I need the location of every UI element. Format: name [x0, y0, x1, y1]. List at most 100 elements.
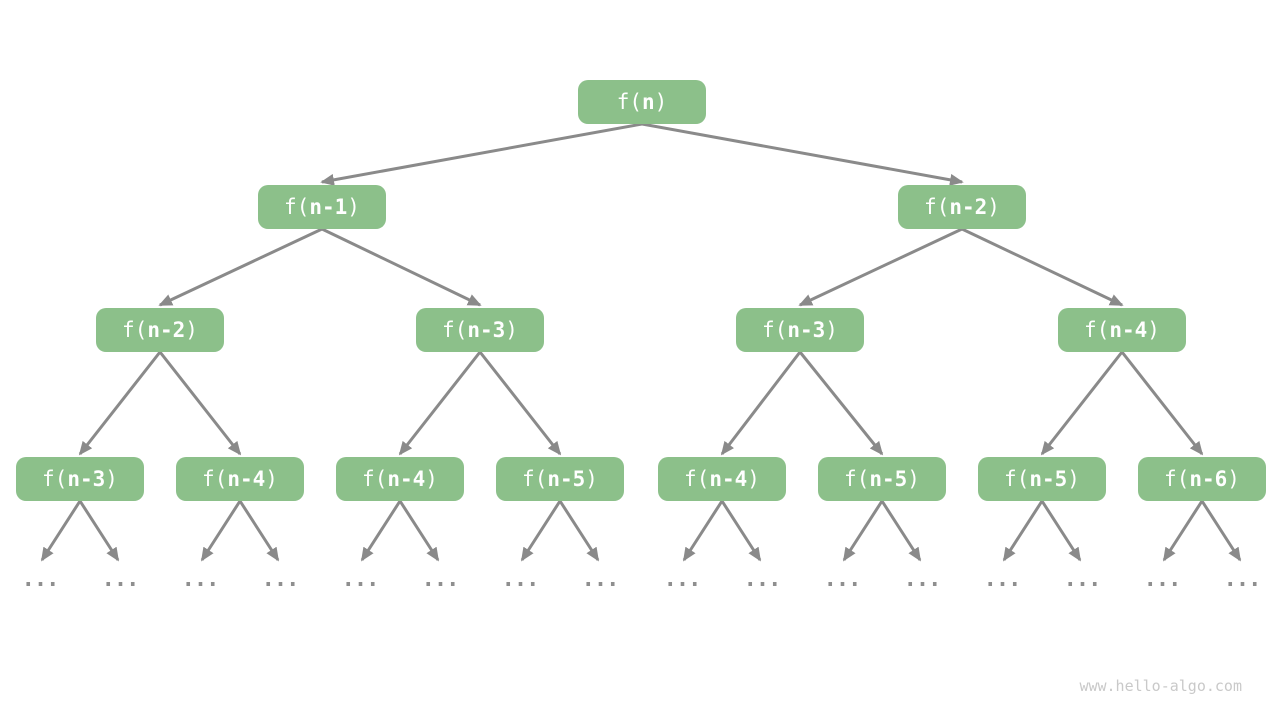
node-label-post: ): [425, 466, 438, 491]
ellipsis-mark: ...: [342, 567, 379, 592]
tree-node: f(n-5): [818, 457, 946, 501]
tree-node: f(n-4): [336, 457, 464, 501]
tree-edge-arrow: [1002, 500, 1044, 562]
node-label-arg: n-5: [869, 466, 908, 491]
node-label-post: ): [907, 466, 920, 491]
node-label-pre: f(: [442, 317, 468, 342]
tree-node: f(n-6): [1138, 457, 1266, 501]
tree-edge-arrow: [360, 500, 402, 562]
ellipsis-mark: ...: [744, 567, 781, 592]
tree-edge-arrow: [158, 227, 323, 307]
tree-edge-arrow: [478, 351, 562, 456]
node-label-pre: f(: [616, 89, 642, 114]
node-label-arg: n-6: [1189, 466, 1228, 491]
tree-edge-arrow: [398, 500, 440, 562]
ellipsis-mark: ...: [502, 567, 539, 592]
tree-edge-arrow: [1200, 500, 1242, 562]
ellipsis-mark: ...: [182, 567, 219, 592]
node-label-pre: f(: [284, 194, 310, 219]
node-label-pre: f(: [762, 317, 788, 342]
node-label-pre: f(: [1164, 466, 1190, 491]
node-label-pre: f(: [362, 466, 388, 491]
node-label-arg: n: [641, 89, 655, 114]
tree-edge-arrow: [641, 122, 964, 186]
node-label-arg: n-3: [67, 466, 106, 491]
node-label-arg: n-3: [787, 317, 826, 342]
tree-node: f(n-5): [496, 457, 624, 501]
tree-edge-arrow: [238, 500, 280, 562]
node-label-post: ): [825, 317, 838, 342]
tree-edge-arrow: [520, 500, 562, 562]
tree-edge-arrow: [78, 351, 162, 456]
node-label-post: ): [987, 194, 1000, 219]
tree-edge-arrow: [880, 500, 922, 562]
tree-node: f(n-2): [96, 308, 224, 352]
node-label-post: ): [585, 466, 598, 491]
ellipsis-mark: ...: [824, 567, 861, 592]
ellipsis-mark: ...: [1144, 567, 1181, 592]
node-label-post: ): [185, 317, 198, 342]
node-label-post: ): [1227, 466, 1240, 491]
tree-node: f(n-3): [416, 308, 544, 352]
tree-edge-arrow: [321, 227, 482, 307]
node-label-pre: f(: [844, 466, 870, 491]
tree-edge-arrow: [200, 500, 242, 562]
ellipsis-mark: ...: [582, 567, 619, 592]
tree-node: f(n-4): [1058, 308, 1186, 352]
tree-node: f(n-1): [258, 185, 386, 229]
node-label-arg: n-5: [1029, 466, 1068, 491]
node-label-post: ): [1067, 466, 1080, 491]
tree-edge-arrow: [720, 351, 802, 456]
ellipsis-mark: ...: [422, 567, 459, 592]
node-label-post: ): [1147, 317, 1160, 342]
ellipsis-mark: ...: [984, 567, 1021, 592]
tree-edge-arrow: [158, 351, 242, 456]
ellipsis-mark: ...: [904, 567, 941, 592]
node-label-arg: n-3: [467, 317, 506, 342]
node-label-arg: n-4: [1109, 317, 1148, 342]
tree-edge-arrow: [961, 227, 1124, 307]
node-label-pre: f(: [924, 194, 950, 219]
tree-edge-arrow: [1040, 351, 1124, 456]
node-label-post: ): [265, 466, 278, 491]
node-label-arg: n-1: [309, 194, 348, 219]
tree-node: f(n-5): [978, 457, 1106, 501]
ellipsis-mark: ...: [262, 567, 299, 592]
tree-edge-arrow: [1162, 500, 1204, 562]
tree-node: f(n): [578, 80, 706, 124]
tree-edge-arrow: [720, 500, 762, 562]
node-label-arg: n-4: [227, 466, 266, 491]
tree-edge-arrow: [398, 351, 482, 456]
node-label-pre: f(: [42, 466, 68, 491]
tree-edge-arrow: [320, 122, 643, 186]
node-label-arg: n-4: [709, 466, 748, 491]
tree-edge-arrow: [798, 227, 963, 307]
ellipsis-mark: ...: [664, 567, 701, 592]
tree-node: f(n-3): [736, 308, 864, 352]
tree-edge-arrow: [558, 500, 600, 562]
node-label-post: ): [747, 466, 760, 491]
node-label-arg: n-4: [387, 466, 426, 491]
tree-edge-arrow: [40, 500, 82, 562]
tree-edge-arrow: [842, 500, 884, 562]
node-label-post: ): [347, 194, 360, 219]
tree-node: f(n-2): [898, 185, 1026, 229]
ellipsis-mark: ...: [102, 567, 139, 592]
ellipsis-mark: ...: [1224, 567, 1261, 592]
node-label-post: ): [505, 317, 518, 342]
node-label-post: ): [654, 89, 668, 114]
watermark: www.hello-algo.com: [1079, 677, 1242, 695]
node-label-pre: f(: [1084, 317, 1110, 342]
tree-node: f(n-4): [658, 457, 786, 501]
tree-node: f(n-4): [176, 457, 304, 501]
node-label-pre: f(: [1004, 466, 1030, 491]
tree-edge-arrow: [1040, 500, 1082, 562]
tree-edge-arrow: [682, 500, 724, 562]
node-label-arg: n-2: [147, 317, 186, 342]
node-label-pre: f(: [122, 317, 148, 342]
tree-edge-arrow: [798, 351, 884, 456]
tree-edge-arrow: [78, 500, 120, 562]
tree-edge-arrow: [1120, 351, 1204, 456]
